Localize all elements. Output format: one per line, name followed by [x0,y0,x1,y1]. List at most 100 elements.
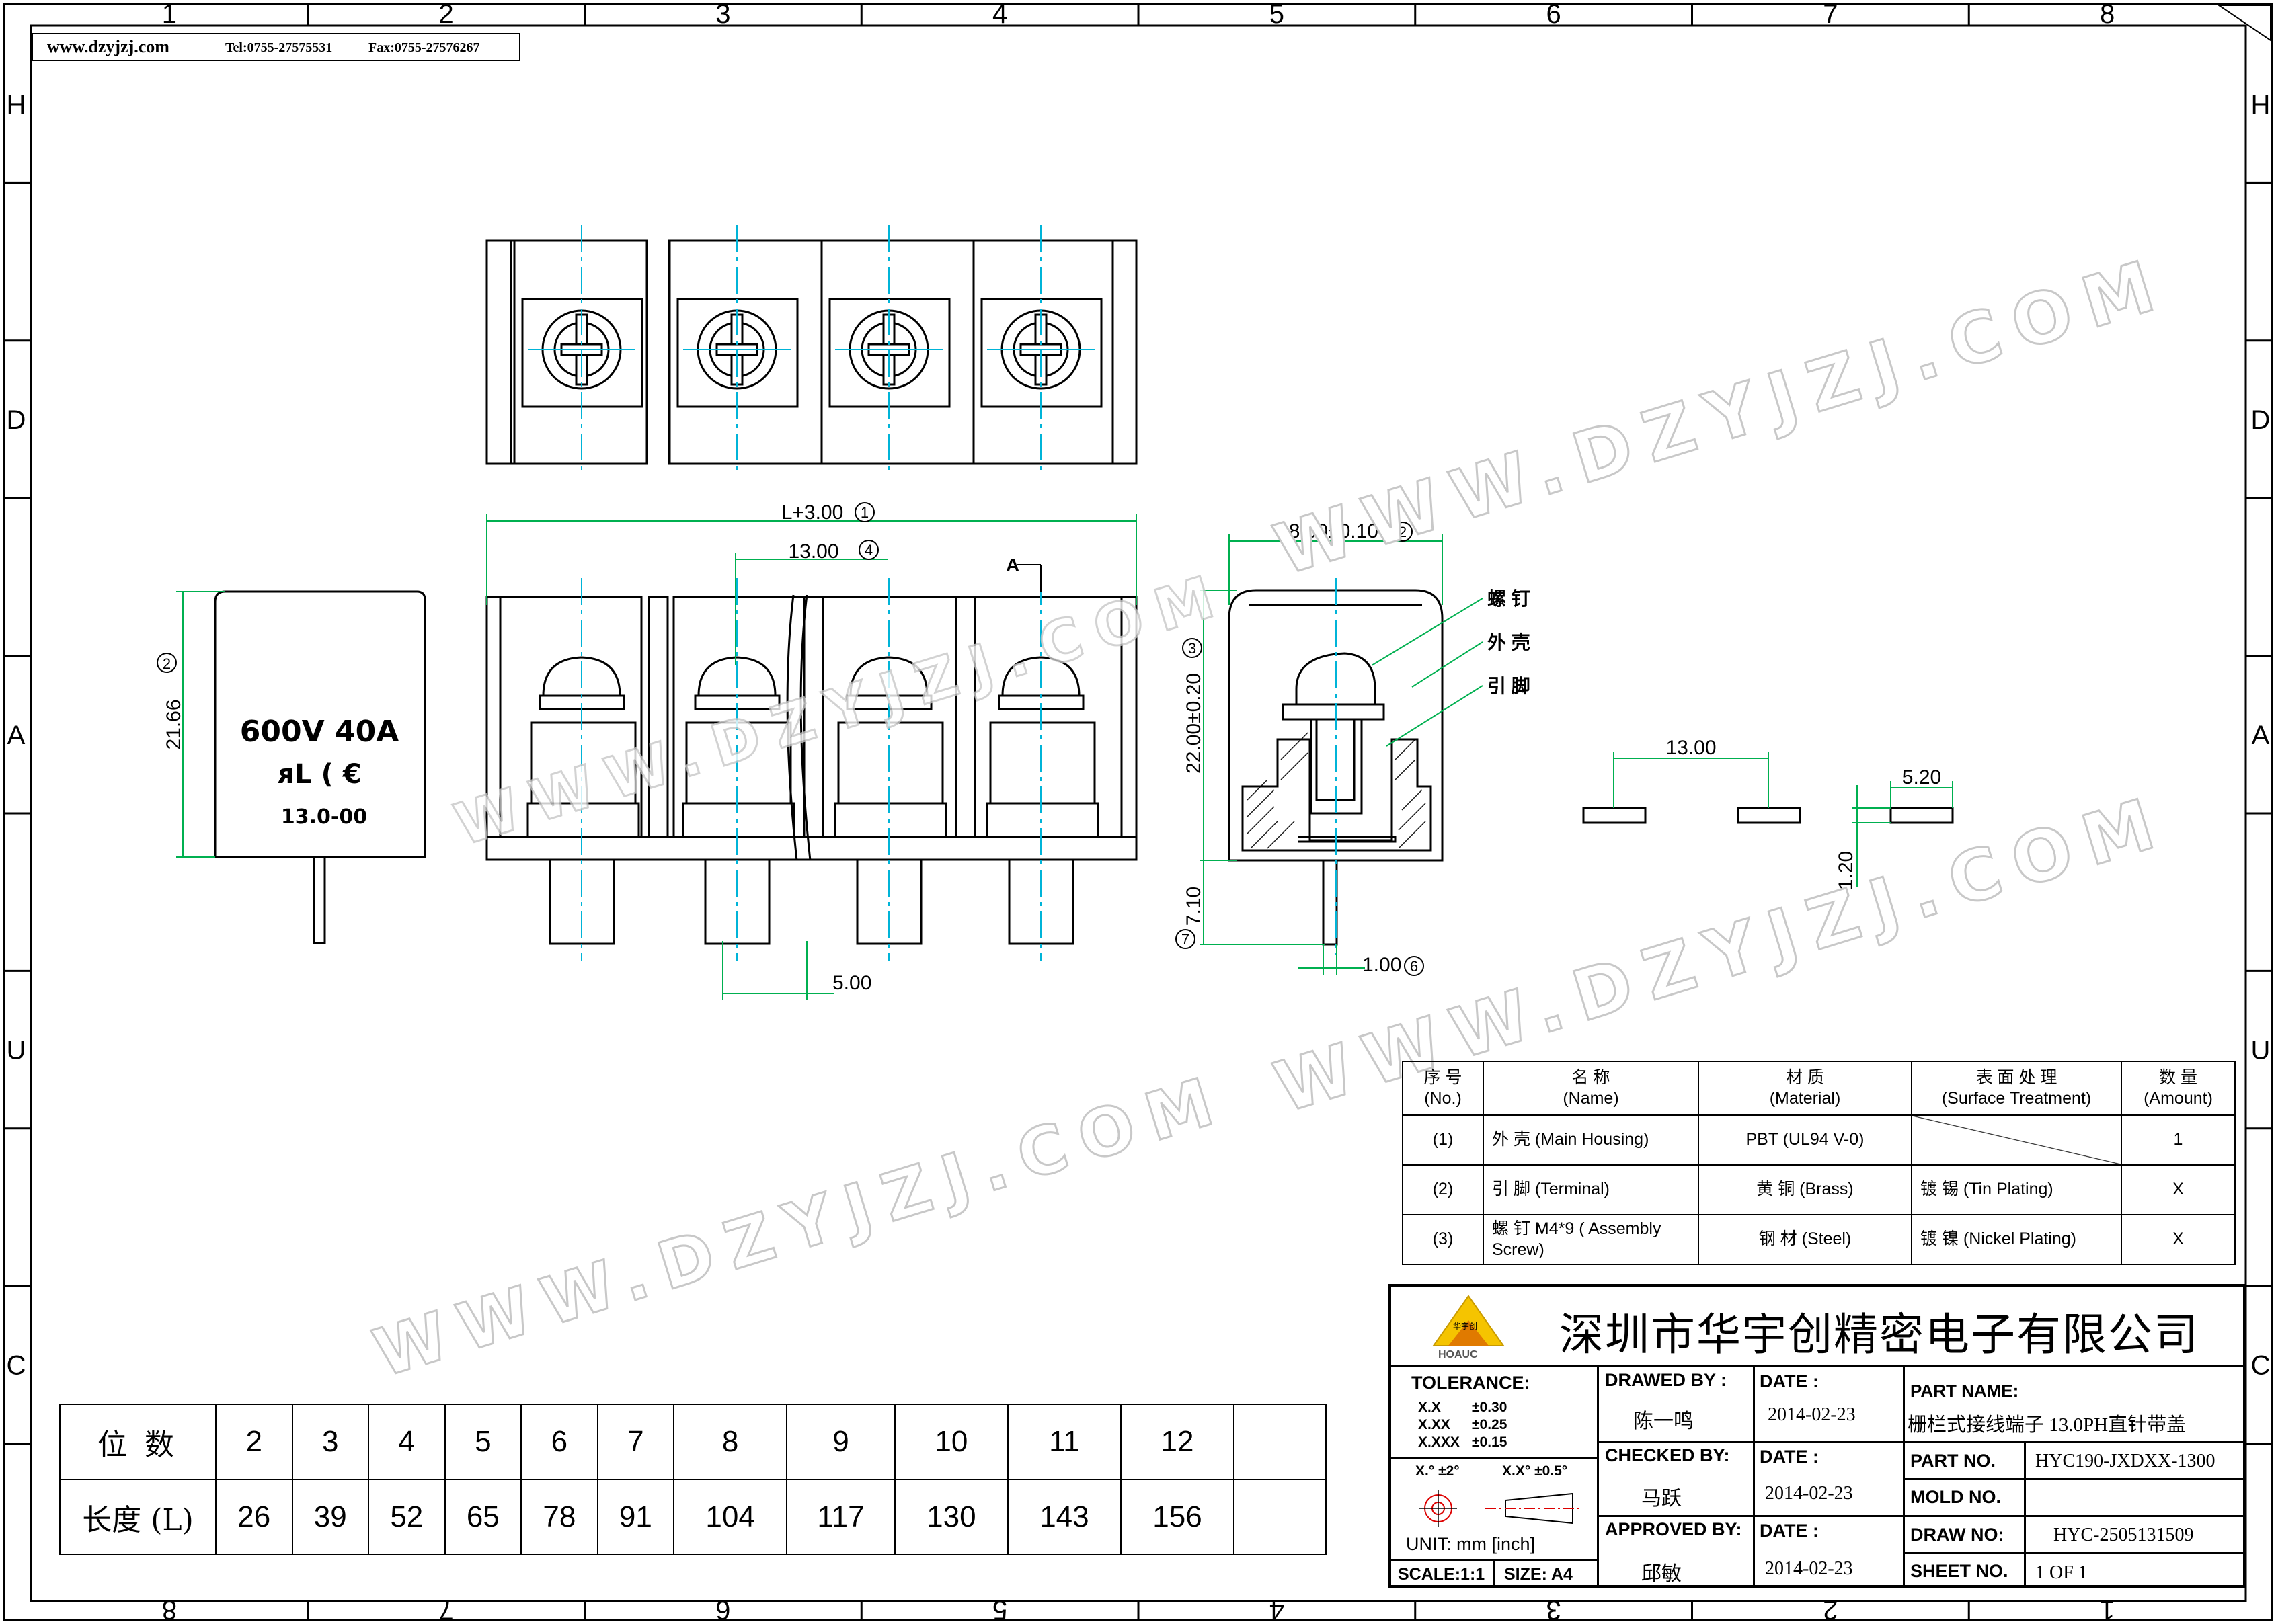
frame-letter-left: U [7,1036,26,1065]
bom-cell-material: 钢 材 (Steel) [1698,1214,1912,1265]
date-label: DATE : [1760,1371,1819,1391]
tol-val: ±0.25 [1472,1417,1507,1432]
front-view [485,578,1138,961]
position-cell: 9 [786,1404,896,1480]
frame-number-bottom: 5 [992,1595,1007,1624]
checked-label: CHECKED BY: [1605,1445,1730,1465]
length-cell: 117 [786,1479,896,1555]
bom-cell-material: 黄 铜 (Brass) [1698,1164,1912,1215]
title-block: 华宇创 HOAUC 深圳市华宇创精密电子有限公司 TOLERANCE: X.X … [1388,1284,2246,1588]
empty-cell [1233,1479,1327,1555]
frame-number-bottom: 4 [1269,1595,1284,1624]
frame-number-top: 8 [2100,0,2115,29]
balloon-2-section [1392,522,1413,542]
row-line [1903,1441,2243,1443]
frame-number-top: 3 [715,0,730,29]
bom-header-surface: 表 面 处 理(Surface Treatment) [1911,1061,2122,1116]
position-cell: 10 [894,1404,1009,1480]
barrier-end [485,596,502,838]
table-row: (1) 外 壳 (Main Housing) PBT (UL94 V-0) 1 [1402,1114,2236,1166]
unit-text: UNIT: mm [inch] [1406,1534,1536,1554]
frame-letter-left: D [7,405,26,435]
callout-housing: 外 壳 [1487,632,1530,653]
balloon-2-side [157,653,177,673]
balloon-2-section-text: 2 [1399,524,1407,540]
header-fax: Fax:0755-27576267 [368,40,480,55]
frame-number-top: 6 [1546,0,1561,29]
sheet-label: SHEET NO. [1910,1561,2008,1581]
drawn-label: DRAWED BY : [1605,1370,1727,1390]
balloon-2-side-text: 2 [163,655,171,672]
balloon-6 [1404,956,1424,976]
frame-letter-right: A [2252,721,2270,750]
position-cell: 7 [596,1404,675,1480]
frame-ticks [4,4,2272,1620]
length-cell: 26 [215,1479,293,1555]
frame-number-bottom: 6 [715,1595,730,1624]
empty-cell [1233,1404,1327,1480]
tol-row-line [1391,1457,1597,1459]
pcb-view [1582,807,1954,824]
pcb-dim-pitch: 13.00 [1665,737,1716,759]
position-cell: 2 [215,1404,293,1480]
scale-text: SCALE:1:1 [1398,1565,1485,1584]
frame-letter-right: C [2251,1350,2271,1380]
section-dim-width: 18.00±0.10 [1278,520,1378,542]
terminal-base [834,802,947,838]
tol-key: X.XX [1418,1417,1450,1432]
header-website: www.dzyjzj.com [47,37,169,56]
pcb-dims [1613,752,1953,887]
projection-symbol-icon [1419,1490,1583,1527]
frame-number-bottom: 8 [162,1595,177,1624]
corner-triangle [2216,5,2271,42]
length-cell: 156 [1120,1479,1235,1555]
barrier-rib [803,596,824,838]
table-row: (3) 螺 钉 M4*9 ( Assembly Screw) 钢 材 (Stee… [1402,1214,2236,1265]
part-name-label: PART NAME: [1910,1381,2019,1401]
header-tel: Tel:0755-27575531 [225,40,332,55]
length-cell: 78 [520,1479,598,1555]
side-dim [176,591,225,858]
frame-number-bottom: 3 [1546,1595,1561,1624]
company-name: 深圳市华宇创精密电子有限公司 [1559,1309,2199,1361]
side-dim-height: 21.66 [163,699,185,749]
checked-by: 马跃 [1641,1488,1682,1510]
bom-cell-no: (2) [1402,1164,1484,1215]
barrier-end [1120,596,1138,838]
bom-header-material: 材 质(Material) [1698,1061,1912,1116]
bom-cell-no: (1) [1402,1114,1484,1166]
length-table-label-positions: 位 数 [59,1404,217,1480]
side-rating: 600V 40A [240,715,399,749]
date-label: DATE : [1760,1447,1819,1467]
bom-cell-name: 引 脚 (Terminal) [1483,1164,1699,1215]
table-row: 位 数 2 3 4 5 6 7 8 9 10 11 12 [59,1404,1327,1480]
row-line [1597,1441,1903,1443]
part-no-label: PART NO. [1910,1451,1996,1471]
barrier-rib [955,596,976,838]
terminal-base [986,802,1099,838]
balloon-1-text: 1 [861,504,869,521]
logo-text: HOAUC [1438,1349,1478,1361]
tol-angle-2: X.X° ±0.5° [1502,1463,1568,1479]
drawn-by: 陈一鸣 [1633,1410,1694,1432]
mold-no-label: MOLD NO. [1910,1487,2001,1507]
section-dims [1200,534,1483,975]
position-cell: 8 [673,1404,788,1480]
terminal-block [530,721,637,805]
logo-cn: 华宇创 [1453,1322,1478,1331]
top-view [485,225,1138,474]
section-dim-pin-len: 7.10 [1183,887,1205,926]
front-dim-total: L+3.00 [781,501,844,524]
header-box [32,33,520,61]
position-cell: 5 [444,1404,522,1480]
frame-number-bottom: 2 [1823,1595,1838,1624]
date-value: 2014-02-23 [1768,1404,1856,1425]
bom-cell-surface: 镀 镍 (Nickel Plating) [1911,1214,2122,1265]
side-code: 13.0-00 [281,805,367,829]
length-cell: 39 [291,1479,370,1555]
bom-cell-amount: X [2121,1164,2236,1215]
frame-letter-right: H [2251,90,2271,120]
frame-number-top: 2 [439,0,454,29]
length-cell: 143 [1007,1479,1122,1555]
